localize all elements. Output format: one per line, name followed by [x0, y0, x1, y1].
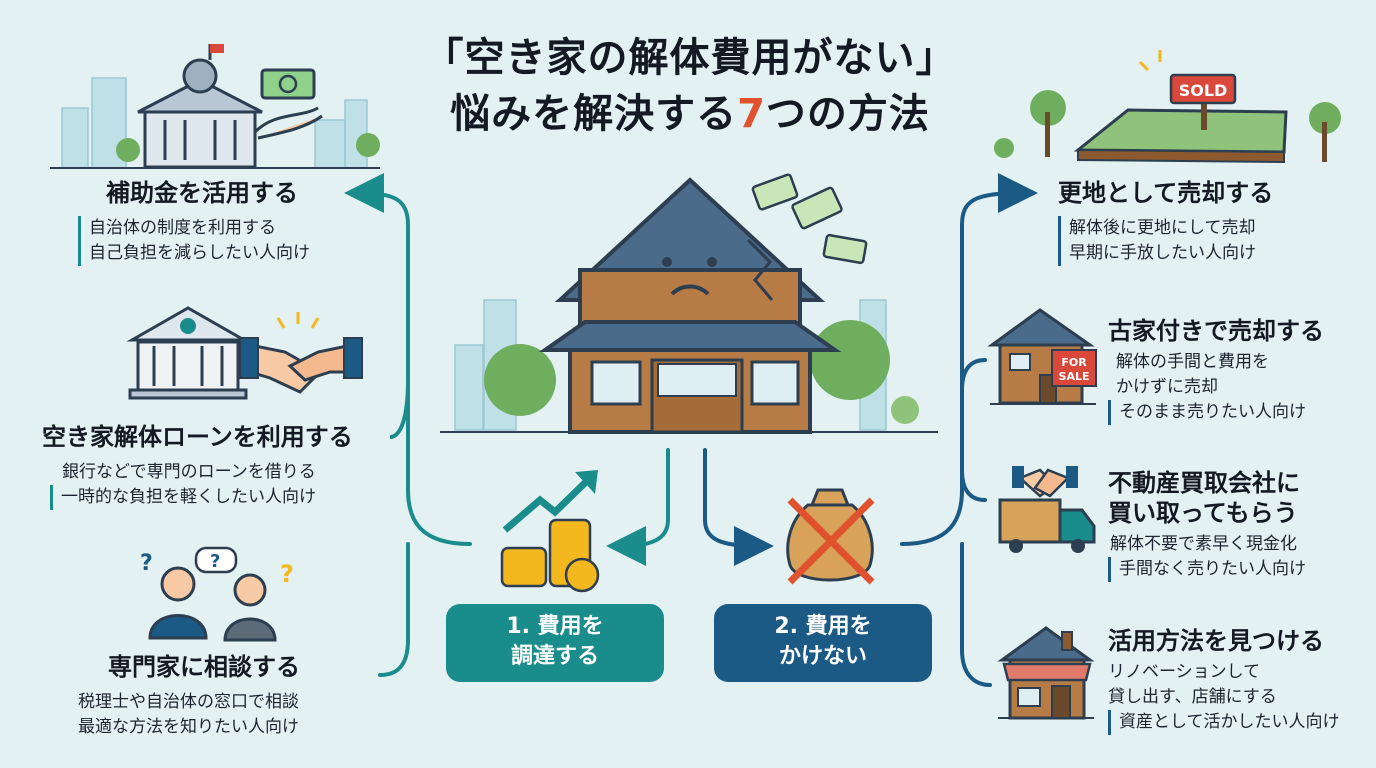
method-title: 買い取ってもらう [1108, 499, 1298, 527]
category-fund-line1: 1. 費用を [506, 614, 604, 639]
bank-handshake-icon [126, 306, 363, 400]
method-line: 早期に手放したい人向け [1058, 241, 1273, 266]
method-line: かけずに売却 [1116, 377, 1218, 397]
category-fund-line2: 調達する [510, 644, 599, 669]
consultants-question-icon: ? ? ? [140, 546, 294, 642]
method-line: 一時的な負担を軽くしたい人向け [50, 485, 353, 510]
method-line: 自治体の制度を利用する [78, 216, 310, 241]
crossed-money-bag-icon [786, 488, 875, 585]
method-title: 不動産買取会社に [1108, 469, 1300, 497]
method-line: 資産として活かしたい人向け [1108, 710, 1340, 735]
svg-text:?: ? [210, 551, 220, 572]
method-line: 最適な方法を知りたい人向け [78, 717, 299, 737]
truck-handshake-icon [998, 466, 1096, 553]
method-line: 自己負担を減らしたい人向け [78, 241, 310, 266]
for-sale-sign-line2: SALE [1059, 370, 1090, 383]
method-title: 補助金を活用する [106, 179, 298, 207]
page-title: 「空き家の解体費用がない」 悩みを解決する7つの方法 [380, 30, 1000, 142]
method-find-use: 活用方法を見つける リノベーションして 貸し出す、店舗にする 資産として活かした… [1108, 626, 1340, 735]
category-nocost-line2: かけない [778, 644, 867, 669]
method-title: 空き家解体ローンを利用する [42, 423, 353, 451]
right-connectors [703, 173, 1038, 687]
left-connectors [344, 173, 670, 677]
title-line2: 悩みを解決する7つの方法 [380, 86, 1000, 142]
method-line: 税理士や自治体の窓口で相談 [78, 692, 299, 712]
title-line2-post: つの方法 [765, 91, 930, 137]
coins-growth-icon [500, 470, 600, 593]
sad-house-icon [440, 173, 938, 434]
sold-sign-text: SOLD [1179, 81, 1228, 100]
method-sell-with-old-house: 古家付きで売却する 解体の手間と費用を かけずに売却 そのまま売りたい人向け [1108, 316, 1324, 425]
house-for-sale-icon: FOR SALE [987, 308, 1097, 405]
method-subsidy: 補助金を活用する 自治体の制度を利用する 自己負担を減らしたい人向け [78, 178, 310, 266]
method-title: 活用方法を見つける [1108, 627, 1324, 655]
title-number: 7 [737, 91, 766, 137]
city-skyline-icon [61, 77, 887, 431]
method-buyback-company: 不動産買取会社に 買い取ってもらう 解体不要で素早く現金化 手間なく売りたい人向… [1108, 468, 1306, 582]
method-line: 解体不要で素早く現金化 [1110, 534, 1297, 554]
for-sale-sign-line1: FOR [1061, 356, 1087, 369]
method-line: リノベーションして [1108, 662, 1261, 682]
method-line: 貸し出す、店舗にする [1108, 687, 1277, 707]
method-consult-expert: 専門家に相談する 税理士や自治体の窓口で相談 最適な方法を知りたい人向け [78, 652, 300, 740]
category-nocost-line1: 2. 費用を [774, 614, 872, 639]
svg-text:?: ? [140, 551, 153, 576]
method-sell-vacant-land: 更地として売却する 解体後に更地にして売却 早期に手放したい人向け [1058, 178, 1273, 266]
title-line1: 「空き家の解体費用がない」 [423, 35, 957, 81]
method-title: 更地として売却する [1058, 179, 1274, 207]
method-line: そのまま売りたい人向け [1108, 400, 1324, 425]
method-title: 古家付きで売却する [1108, 317, 1324, 345]
category-fund-raising: 1. 費用を 調達する [446, 604, 664, 682]
method-demolition-loan: 空き家解体ローンを利用する 銀行などで専門のローンを借りる 一時的な負担を軽くし… [42, 422, 353, 510]
method-line: 銀行などで専門のローンを借りる [62, 462, 316, 482]
svg-text:?: ? [280, 560, 294, 588]
category-no-cost: 2. 費用を かけない [714, 604, 932, 682]
method-line: 解体の手間と費用を [1116, 352, 1269, 372]
method-line: 解体後に更地にして売却 [1058, 216, 1273, 241]
government-building-money-icon [50, 44, 380, 169]
title-line2-pre: 悩みを解決する [450, 91, 738, 137]
method-title: 専門家に相談する [108, 653, 300, 681]
method-line: 手間なく売りたい人向け [1108, 557, 1306, 582]
shop-house-icon [997, 626, 1095, 720]
sold-land-icon: SOLD [994, 50, 1341, 164]
